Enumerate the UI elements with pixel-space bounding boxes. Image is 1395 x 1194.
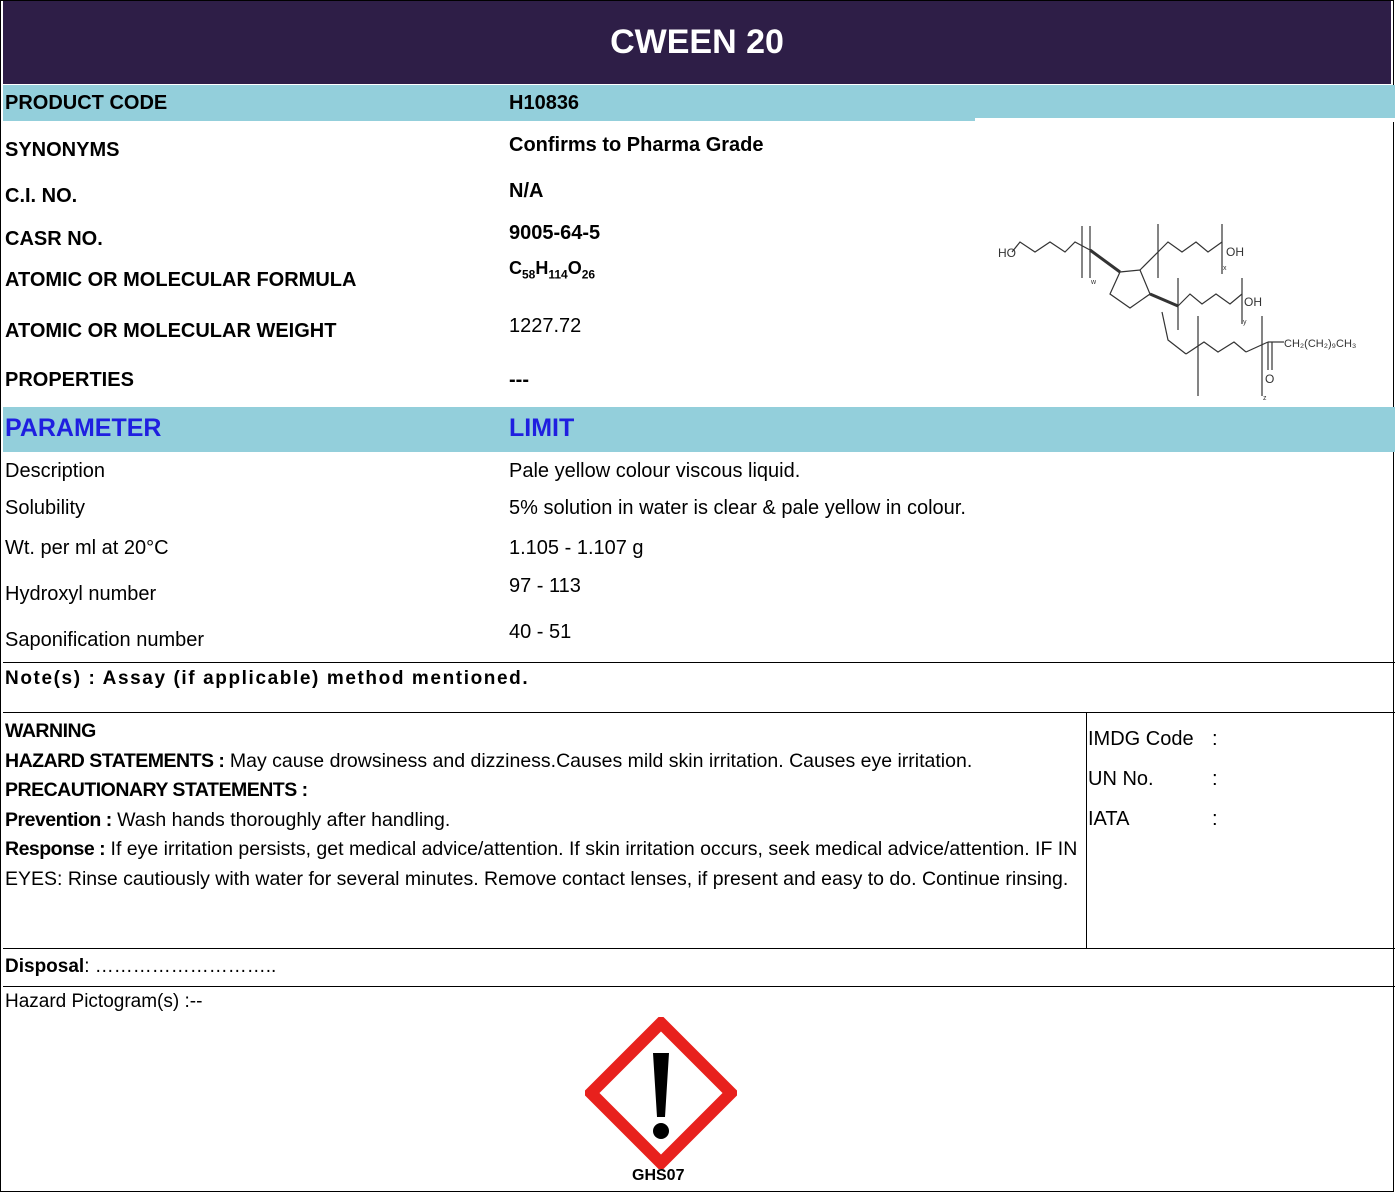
exclamation-mark-icon [585, 1017, 737, 1169]
structure-x: x [1223, 265, 1227, 272]
structure-tail: CH₂(CH₂)₉CH₃ [1284, 338, 1356, 350]
note: Note(s) : Assay (if applicable) method m… [5, 668, 530, 689]
iata-label: IATA [1088, 808, 1130, 830]
un-colon: : [1212, 768, 1218, 790]
column-divider [1086, 712, 1087, 949]
limit-header: LIMIT [509, 414, 575, 442]
hazard-text: May cause drowsiness and dizziness.Cause… [224, 749, 973, 772]
product-code-label: PRODUCT CODE [5, 92, 168, 114]
safety-statements: WARNING HAZARD STATEMENTS : May cause dr… [5, 717, 1080, 894]
structure-z: z [1263, 395, 1267, 402]
synonyms-value: Confirms to Pharma Grade [509, 134, 764, 156]
divider [3, 712, 1395, 713]
band-notch [975, 118, 1395, 122]
param-limit: Pale yellow colour viscous liquid. [509, 460, 801, 482]
parameter-header-band [3, 407, 1395, 452]
iata-colon: : [1212, 808, 1218, 830]
disposal-label: Disposal [5, 956, 85, 977]
param-name: Saponification number [5, 629, 205, 651]
synonyms-label: SYNONYMS [5, 139, 120, 161]
structure-oh-1: OH [1226, 245, 1244, 259]
formula-value: C58H114O26 [509, 258, 596, 282]
param-name: Wt. per ml at 20°C [5, 537, 169, 559]
weight-value: 1227.72 [509, 315, 582, 337]
properties-value: --- [509, 369, 529, 391]
param-limit: 97 - 113 [509, 575, 581, 597]
structure-oh-2: OH [1244, 295, 1262, 309]
casr-value: 9005-64-5 [509, 222, 601, 244]
param-limit: 40 - 51 [509, 621, 572, 643]
structure-carbonyl-o: O [1265, 372, 1274, 386]
divider [3, 662, 1395, 663]
ci-value: N/A [509, 180, 544, 202]
ghs-code: GHS07 [632, 1167, 685, 1184]
structure-ho: HO [998, 246, 1016, 260]
un-label: UN No. [1088, 768, 1154, 790]
disposal-text: : ……………………….. [84, 956, 277, 977]
param-limit: 5% solution in water is clear & pale yel… [509, 497, 966, 519]
page-title: CWEEN 20 [3, 1, 1391, 84]
param-name: Solubility [5, 497, 86, 519]
hazard-label: HAZARD STATEMENTS : [5, 749, 225, 772]
param-limit: 1.105 - 1.107 g [509, 537, 644, 559]
param-name: Description [5, 460, 106, 482]
imdg-label: IMDG Code [1088, 728, 1194, 750]
param-name: Hydroxyl number [5, 583, 157, 605]
casr-label: CASR NO. [5, 228, 103, 250]
structure-y: y [1243, 319, 1247, 326]
formula-label: ATOMIC OR MOLECULAR FORMULA [5, 269, 357, 291]
structure-w: w [1090, 279, 1097, 286]
properties-label: PROPERTIES [5, 369, 134, 391]
precaution-label: PRECAUTIONARY STATEMENTS : [5, 779, 308, 801]
weight-label: ATOMIC OR MOLECULAR WEIGHT [5, 320, 337, 342]
product-code-value: H10836 [509, 92, 580, 114]
divider [3, 948, 1395, 949]
warning-heading: WARNING [5, 720, 96, 742]
prevention-label: Prevention : [5, 808, 112, 831]
parameter-header: PARAMETER [5, 414, 162, 442]
prevention-text: Wash hands thoroughly after handling. [111, 808, 451, 831]
response-text: If eye irritation persists, get medical … [5, 838, 1078, 890]
disposal-row: Disposal: ……………………….. [5, 956, 276, 978]
response-label: Response : [5, 838, 106, 860]
ci-label: C.I. NO. [5, 185, 78, 207]
product-code-band [3, 85, 1395, 121]
molecular-structure: HO OH OH CH₂(CH₂)₉CH₃ w x y z O [998, 224, 1356, 402]
pictogram-heading: Hazard Pictogram(s) :-- [5, 991, 203, 1012]
imdg-colon: : [1212, 728, 1218, 750]
divider [3, 986, 1395, 987]
